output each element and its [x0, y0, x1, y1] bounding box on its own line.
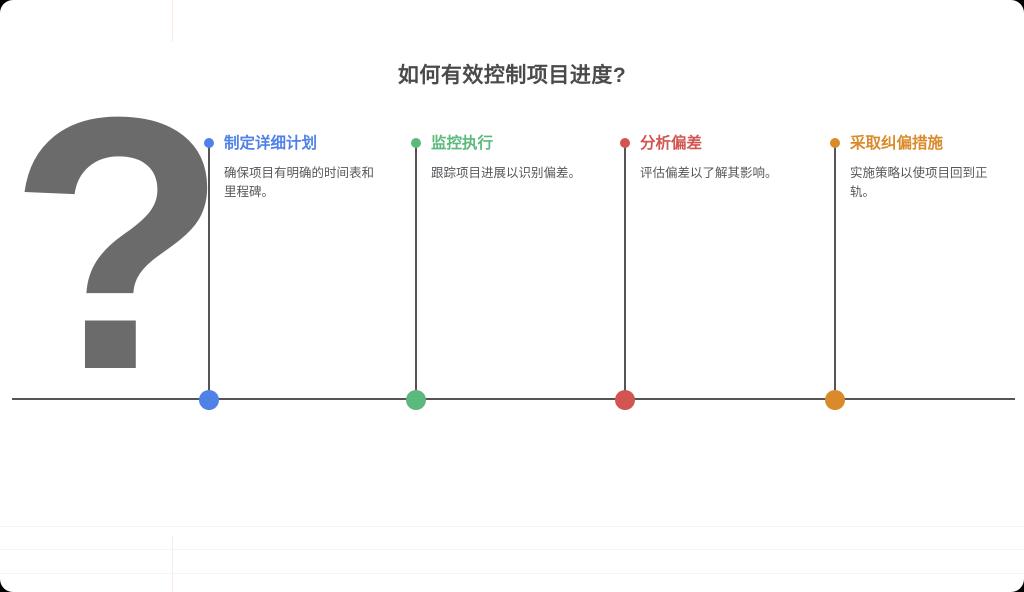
milestone-title: 采取纠偏措施 — [850, 135, 944, 152]
milestone-text-block: 采取纠偏措施 实施策略以使项目回到正轨。 — [850, 134, 1008, 202]
milestone-stem — [624, 146, 626, 401]
background-grid-line-3 — [0, 573, 1024, 574]
background-grid-line-1 — [0, 526, 1024, 527]
milestone-text-block: 制定详细计划 确保项目有明确的时间表和里程碑。 — [224, 134, 382, 202]
milestone-base-dot-icon — [825, 390, 845, 410]
background-vertical-guide-bottom — [172, 536, 173, 592]
milestone-title: 监控执行 — [431, 135, 494, 152]
milestone-top-dot-icon — [411, 138, 421, 148]
milestone-description: 实施策略以使项目回到正轨。 — [850, 166, 988, 199]
milestone-description: 评估偏差以了解其影响。 — [640, 166, 778, 180]
milestone-description: 跟踪项目进展以识别偏差。 — [431, 166, 582, 180]
milestone-text-block: 分析偏差 评估偏差以了解其影响。 — [640, 134, 798, 183]
milestone-stem — [415, 146, 417, 401]
background-grid-line-2 — [0, 549, 1024, 550]
milestone-text-block: 监控执行 跟踪项目进展以识别偏差。 — [431, 134, 589, 183]
milestone-title: 分析偏差 — [640, 135, 703, 152]
milestone-title: 制定详细计划 — [224, 135, 318, 152]
milestone-base-dot-icon — [406, 390, 426, 410]
page-title: 如何有效控制项目进度? — [397, 64, 627, 87]
question-mark-icon: ? — [8, 43, 228, 445]
milestone-stem — [834, 146, 836, 401]
milestone-top-dot-icon — [830, 138, 840, 148]
background-vertical-guide-top — [172, 0, 173, 42]
milestone-top-dot-icon — [620, 138, 630, 148]
timeline-baseline — [12, 398, 1015, 400]
milestone-description: 确保项目有明确的时间表和里程碑。 — [224, 166, 375, 199]
milestone-stem — [208, 146, 210, 401]
milestone-base-dot-icon — [199, 390, 219, 410]
milestone-base-dot-icon — [615, 390, 635, 410]
milestone-top-dot-icon — [204, 138, 214, 148]
